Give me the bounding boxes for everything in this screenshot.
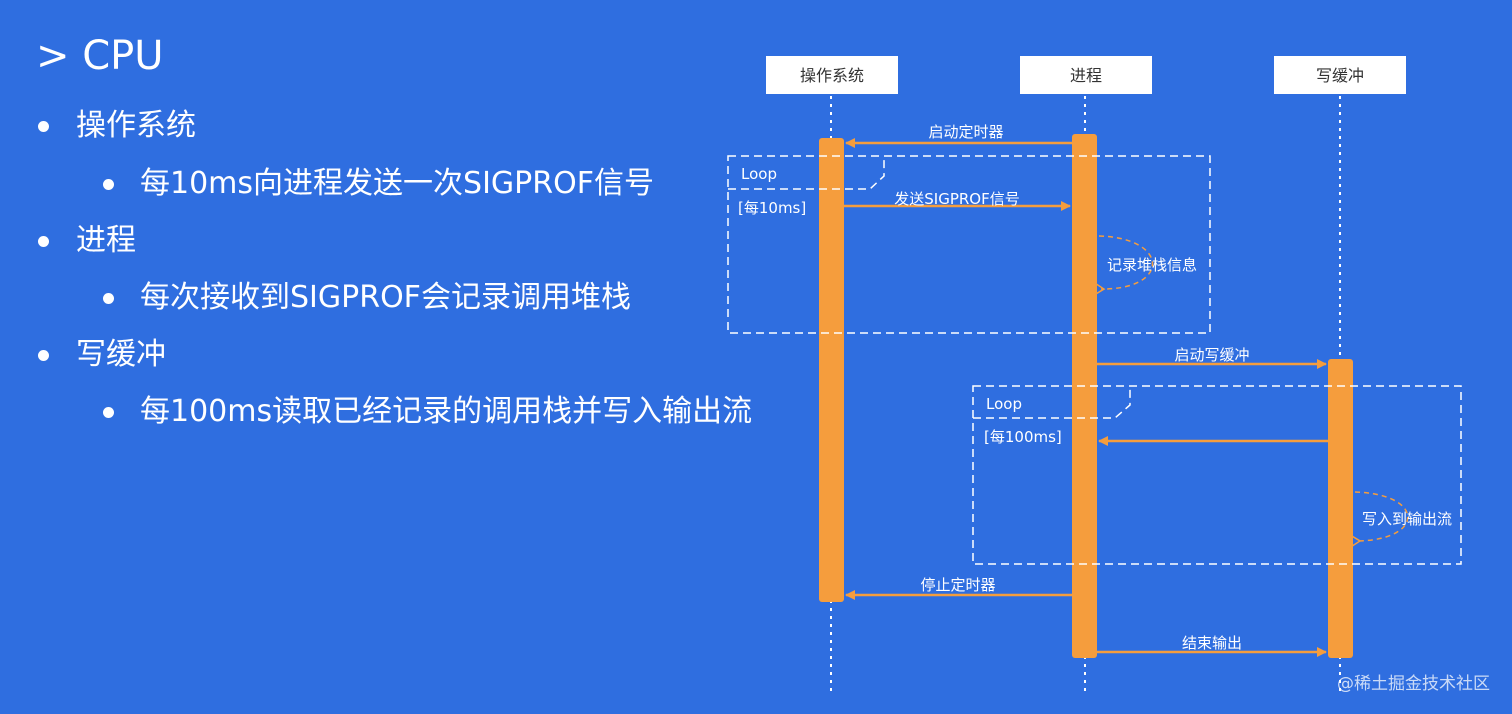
bullet-item: 每100ms读取已经记录的调用栈并写入输出流 <box>103 392 753 432</box>
bullet-dot-icon <box>38 121 49 132</box>
bullet-item: 每10ms向进程发送一次SIGPROF信号 <box>103 164 654 204</box>
activation-bar-process <box>1072 134 1097 658</box>
message-record-stack: 记录堆栈信息 <box>1095 235 1197 295</box>
message-send-sigprof: 发送SIGPROF信号 <box>844 190 1071 211</box>
bullet-dot-icon <box>103 293 114 304</box>
message-stop-timer: 停止定时器 <box>845 576 1072 600</box>
message-label: 写入到输出流 <box>1362 510 1452 528</box>
slide-title: > CPU <box>36 33 164 79</box>
bullet-item: 进程 <box>38 221 136 261</box>
bullet-dot-icon <box>38 236 49 247</box>
participant-label: 进程 <box>1070 66 1102 85</box>
loop-frame-100ms: Loop [每100ms] <box>972 385 1462 565</box>
bullet-text: 每次接收到SIGPROF会记录调用堆栈 <box>140 280 631 315</box>
participant-label: 写缓冲 <box>1316 66 1364 85</box>
activation-bar-os <box>819 138 844 602</box>
loop-label: Loop <box>741 165 777 183</box>
bullet-dot-icon <box>103 407 114 418</box>
bullet-text: 写缓冲 <box>76 337 166 372</box>
bullet-text: 操作系统 <box>76 108 196 143</box>
loop-frame-10ms: Loop [每10ms] <box>727 155 1211 334</box>
bullet-item: 写缓冲 <box>38 335 166 375</box>
message-end-output: 结束输出 <box>1097 634 1327 657</box>
message-start-timer: 启动定时器 <box>845 123 1072 148</box>
bullet-text: 每100ms读取已经记录的调用栈并写入输出流 <box>140 394 753 429</box>
participant-os: 操作系统 <box>766 56 898 94</box>
loop-condition: [每100ms] <box>984 428 1062 446</box>
message-label: 发送SIGPROF信号 <box>894 190 1019 208</box>
message-label: 记录堆栈信息 <box>1107 256 1197 274</box>
message-label: 启动写缓冲 <box>1174 346 1249 364</box>
bullet-text: 进程 <box>76 223 136 258</box>
bullet-dot-icon <box>103 179 114 190</box>
loop-label: Loop <box>986 395 1022 413</box>
bullet-text: 每10ms向进程发送一次SIGPROF信号 <box>140 166 654 201</box>
participant-write-buffer: 写缓冲 <box>1274 56 1406 94</box>
message-label: 停止定时器 <box>920 576 995 594</box>
bullet-dot-icon <box>38 350 49 361</box>
participant-label: 操作系统 <box>800 66 864 85</box>
loop-condition: [每10ms] <box>738 199 806 217</box>
message-start-write-buffer: 启动写缓冲 <box>1097 346 1327 369</box>
activation-bar-write-buffer <box>1328 359 1353 658</box>
message-label: 结束输出 <box>1182 634 1242 652</box>
bullet-item: 操作系统 <box>38 106 196 146</box>
participant-process: 进程 <box>1020 56 1152 94</box>
bullet-item: 每次接收到SIGPROF会记录调用堆栈 <box>103 278 631 318</box>
message-label: 启动定时器 <box>928 123 1003 141</box>
message-write-output: 写入到输出流 <box>1351 491 1452 547</box>
watermark: @稀土掘金技术社区 <box>1337 674 1490 694</box>
